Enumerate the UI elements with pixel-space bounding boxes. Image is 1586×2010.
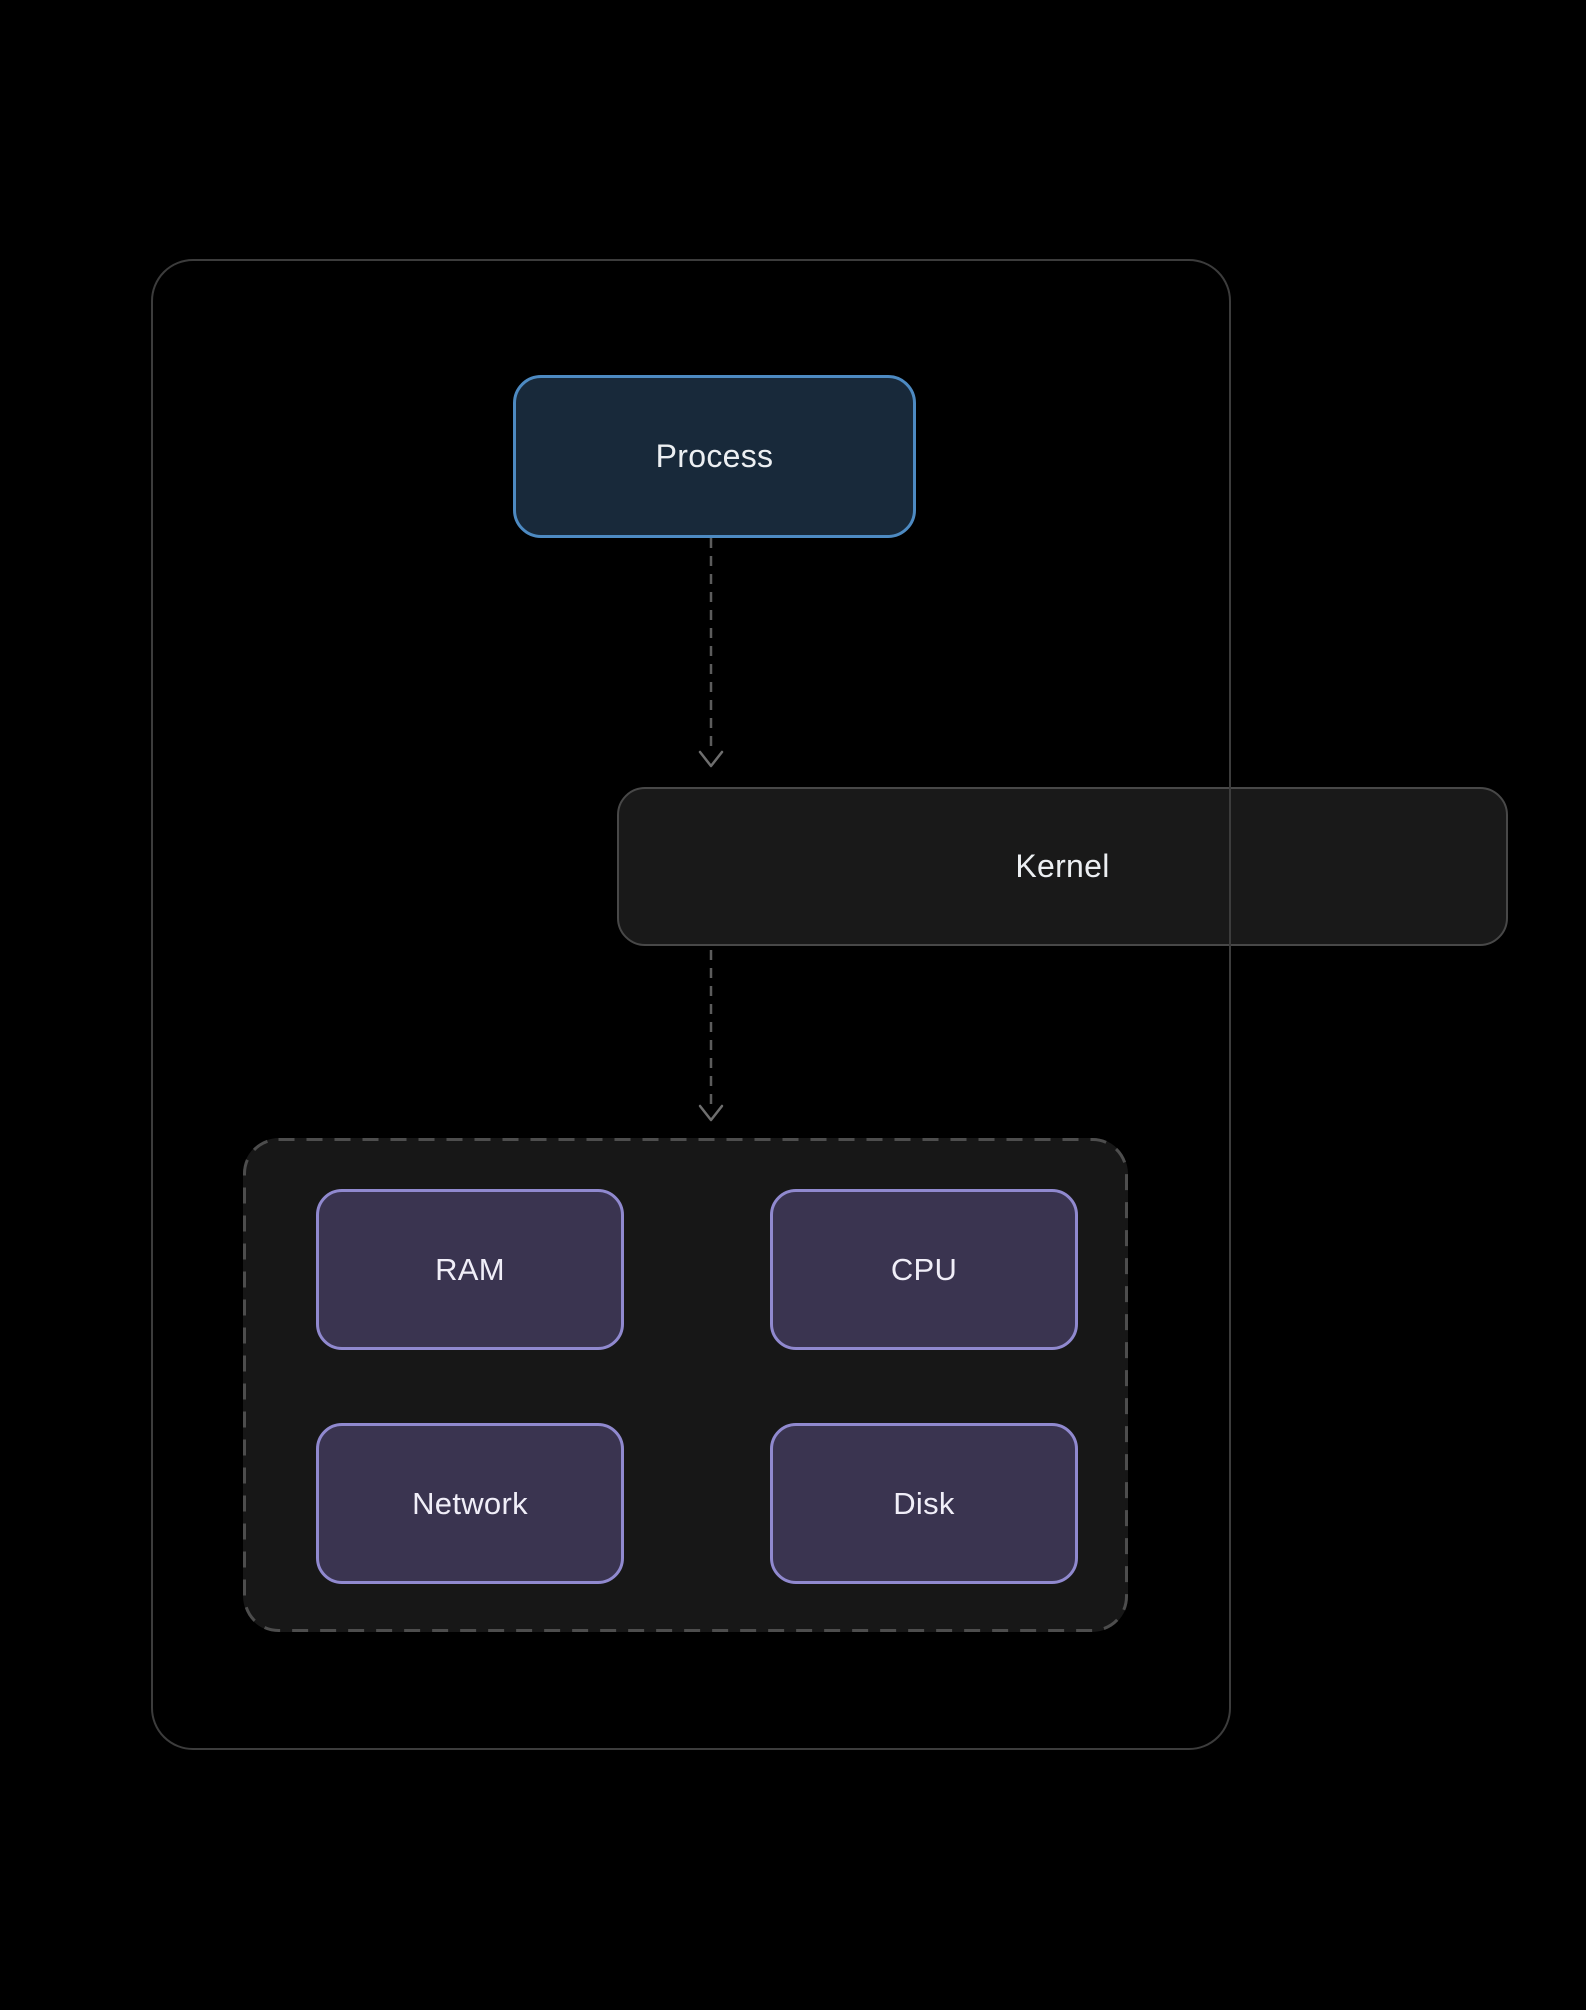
- node-network-label: Network: [412, 1485, 528, 1521]
- node-disk-label: Disk: [893, 1485, 955, 1521]
- node-kernel[interactable]: Kernel: [617, 787, 1508, 946]
- node-ram[interactable]: RAM: [316, 1189, 624, 1350]
- node-disk[interactable]: Disk: [770, 1423, 1078, 1584]
- node-network[interactable]: Network: [316, 1423, 624, 1584]
- node-process[interactable]: Process: [513, 375, 916, 538]
- edge-kernel-to-resources: [698, 950, 724, 1122]
- hardware-resources-group: RAM CPU Network Disk: [243, 1138, 1128, 1632]
- edge-process-to-kernel: [698, 538, 724, 768]
- node-cpu[interactable]: CPU: [770, 1189, 1078, 1350]
- node-process-label: Process: [655, 438, 774, 474]
- node-kernel-label: Kernel: [1015, 848, 1110, 884]
- node-ram-label: RAM: [435, 1251, 505, 1287]
- node-cpu-label: CPU: [890, 1251, 958, 1287]
